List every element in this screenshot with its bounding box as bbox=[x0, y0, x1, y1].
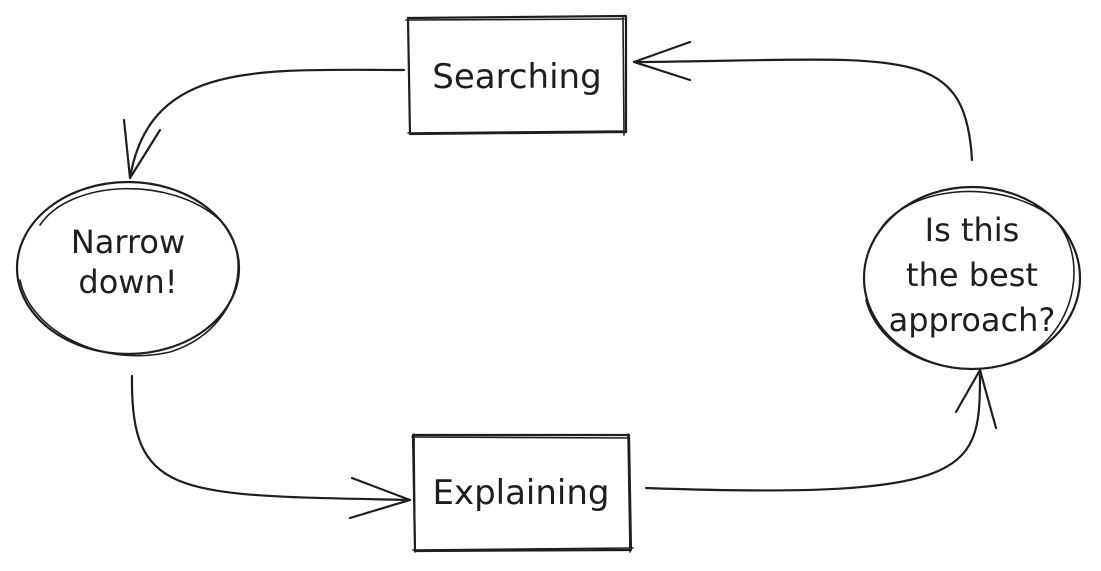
best-ellipse bbox=[862, 185, 1082, 371]
arrow-searching-to-narrow bbox=[122, 68, 406, 180]
best-line-1: Is this bbox=[924, 211, 1020, 249]
arrow-best-to-searching bbox=[632, 40, 974, 162]
narrow-line-2: down! bbox=[78, 263, 178, 301]
best-label: Is this the best approach? bbox=[872, 208, 1072, 342]
best-line-3: approach? bbox=[888, 300, 1056, 339]
explaining-box bbox=[411, 433, 634, 553]
searching-box bbox=[405, 14, 628, 136]
narrow-line-1: Narrow bbox=[70, 223, 186, 261]
narrow-label: Narrow down! bbox=[38, 222, 218, 302]
best-line-2: the best bbox=[906, 255, 1038, 294]
arrow-explaining-to-best bbox=[644, 368, 998, 492]
arrow-narrow-to-explaining bbox=[130, 374, 412, 520]
searching-label: Searching bbox=[432, 57, 602, 97]
explaining-label: Explaining bbox=[432, 473, 610, 513]
narrow-ellipse bbox=[15, 180, 241, 357]
